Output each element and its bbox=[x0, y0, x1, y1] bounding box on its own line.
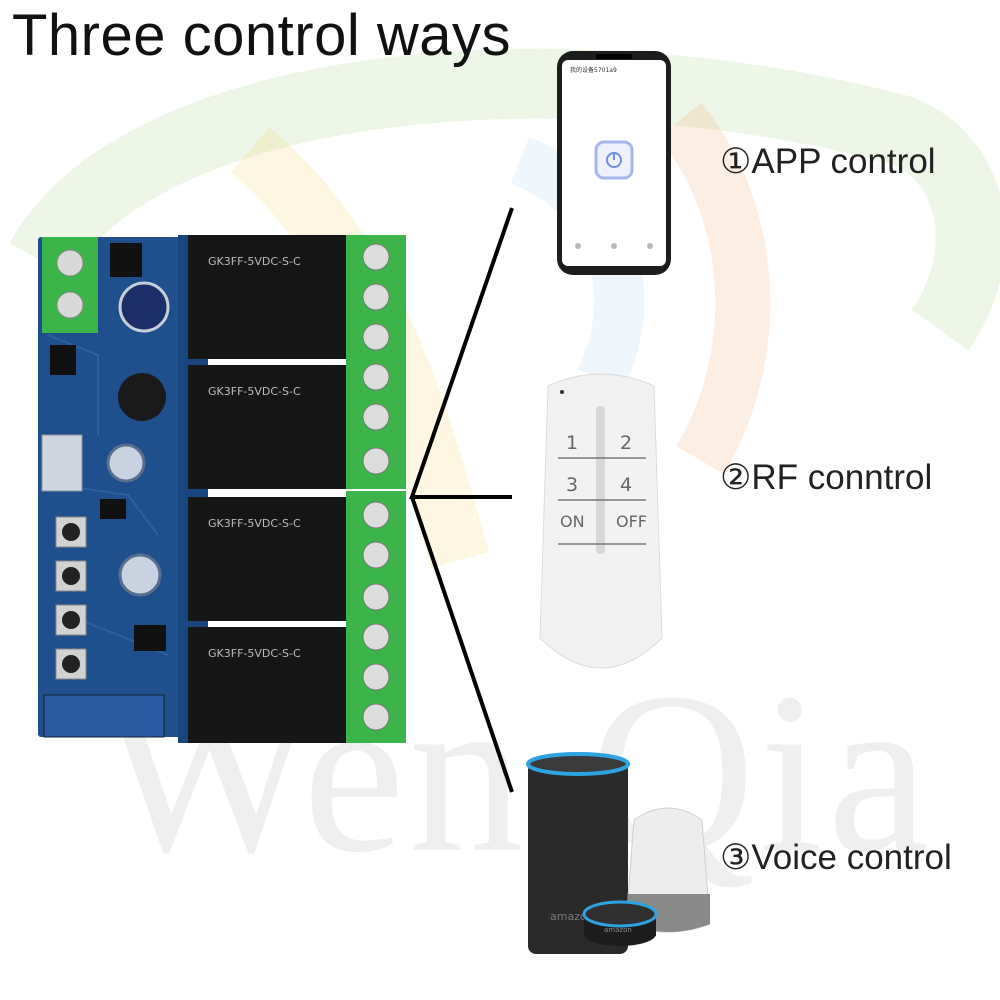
remote-button-2: 2 bbox=[620, 432, 633, 454]
relay-text: GK3FF-5VDC-S-C bbox=[208, 385, 301, 398]
page-title: Three control ways bbox=[12, 3, 511, 68]
speaker-brand-text: amazon bbox=[604, 926, 632, 934]
relay-text: GK3FF-5VDC-S-C bbox=[208, 647, 301, 660]
relay-text: GK3FF-5VDC-S-C bbox=[208, 255, 301, 268]
label-rf-control: ②RF conntrol bbox=[720, 458, 933, 497]
phone-header-text: 我的设备5701a9 bbox=[570, 66, 617, 74]
remote-button-3: 3 bbox=[566, 474, 579, 496]
remote-button-on: ON bbox=[560, 512, 585, 531]
remote-button-off: OFF bbox=[616, 512, 647, 531]
remote-button-1: 1 bbox=[566, 432, 579, 454]
relay-board-image: GK3FF-5VDC-S-C GK3FF-5VDC-S-C GK3FF-5VDC… bbox=[38, 235, 406, 743]
relay-text: GK3FF-5VDC-S-C bbox=[208, 517, 301, 530]
phone-app-image: 我的设备5701a9 bbox=[557, 51, 671, 275]
label-app-control: ①APP control bbox=[720, 142, 936, 181]
rf-remote-image: 1 2 3 4 ON OFF bbox=[538, 368, 664, 680]
label-voice-control: ③Voice control bbox=[720, 838, 952, 877]
smart-speakers-image: amazon amazon bbox=[526, 752, 711, 954]
remote-button-4: 4 bbox=[620, 474, 633, 496]
